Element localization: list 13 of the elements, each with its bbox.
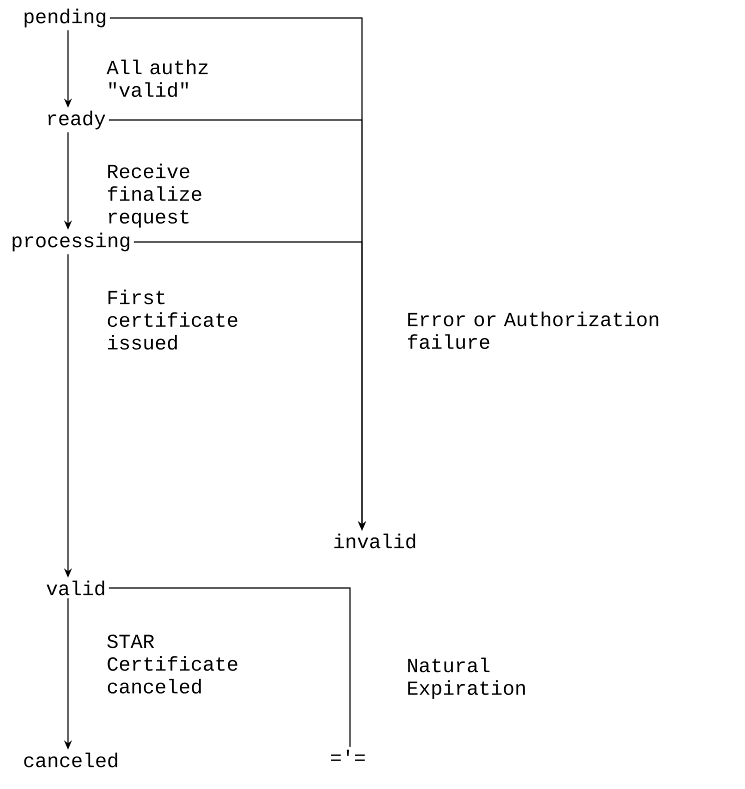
state-name: valid	[46, 580, 104, 596]
edge-label: All authz "valid"	[105, 58, 222, 98]
edge-label: Receive finalize request	[105, 162, 210, 229]
end-mark: ='=	[331, 750, 365, 761]
state-name: invalid	[334, 534, 416, 548]
edge-label: First certificate issued	[105, 288, 246, 352]
edge-label: Natural Expiration	[405, 656, 534, 700]
state-name: ready	[48, 110, 106, 130]
edge-label: Error or Authorization failure	[405, 310, 666, 350]
edge-label: STAR Certificate canceled	[105, 633, 246, 695]
state-name: pending	[24, 8, 106, 28]
state-name: processing	[12, 232, 130, 252]
state-name: canceled	[24, 752, 118, 768]
